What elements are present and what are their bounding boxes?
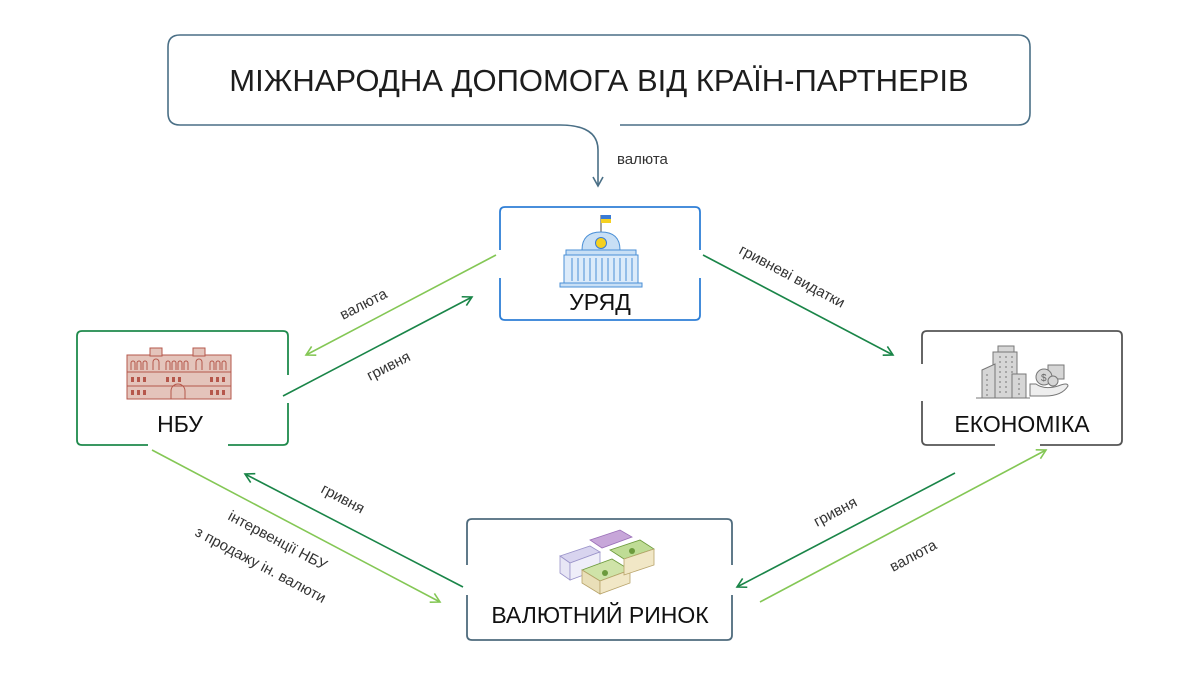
market-label: ВАЛЮТНИЙ РИНОК bbox=[491, 601, 709, 628]
economy-label: ЕКОНОМІКА bbox=[954, 411, 1090, 437]
arrow-economy-to-market bbox=[735, 472, 956, 589]
business-money-icon: $ bbox=[976, 345, 1069, 399]
title-box-border bbox=[167, 34, 1031, 126]
economy-border-gap bbox=[995, 440, 1040, 450]
nbu-box-border bbox=[76, 330, 289, 446]
node-market[interactable]: ВАЛЮТНИЙ РИНОК bbox=[466, 518, 733, 641]
arrow-nbu-to-government bbox=[282, 295, 474, 397]
nbu-building-icon bbox=[126, 347, 232, 400]
market-box-border bbox=[466, 518, 733, 641]
node-economy[interactable]: $ ЕКОНОМІКА bbox=[921, 330, 1123, 450]
nbu-label: НБУ bbox=[157, 411, 203, 437]
label-aid-to-government: валюта bbox=[617, 151, 669, 168]
government-label: УРЯД bbox=[569, 289, 631, 315]
arrow-aid-to-government bbox=[559, 124, 604, 188]
arrow-market-to-nbu bbox=[243, 472, 464, 588]
title-box: МІЖНАРОДНА ДОПОМОГА ВІД КРАЇН-ПАРТНЕРІВ bbox=[167, 34, 1031, 126]
arrow-government-to-economy bbox=[702, 254, 895, 357]
label-government-to-nbu: валюта bbox=[337, 285, 391, 324]
svg-text:$: $ bbox=[1041, 373, 1047, 384]
cash-stacks-icon bbox=[559, 529, 655, 595]
node-government[interactable]: УРЯД bbox=[499, 206, 701, 321]
government-box-border bbox=[499, 206, 701, 321]
arrow-market-to-economy bbox=[759, 449, 1048, 603]
label-market-to-economy: валюта bbox=[887, 536, 940, 575]
parliament-building-icon bbox=[559, 215, 643, 288]
label-economy-to-market: гривня bbox=[811, 494, 860, 531]
title-text: МІЖНАРОДНА ДОПОМОГА ВІД КРАЇН-ПАРТНЕРІВ bbox=[229, 63, 968, 98]
label-market-to-nbu: гривня bbox=[318, 481, 367, 518]
arrow-nbu-to-market bbox=[151, 449, 442, 604]
node-nbu[interactable]: НБУ bbox=[76, 330, 289, 446]
arrow-government-to-nbu bbox=[304, 254, 497, 357]
label-nbu-to-government: гривня bbox=[364, 348, 413, 384]
